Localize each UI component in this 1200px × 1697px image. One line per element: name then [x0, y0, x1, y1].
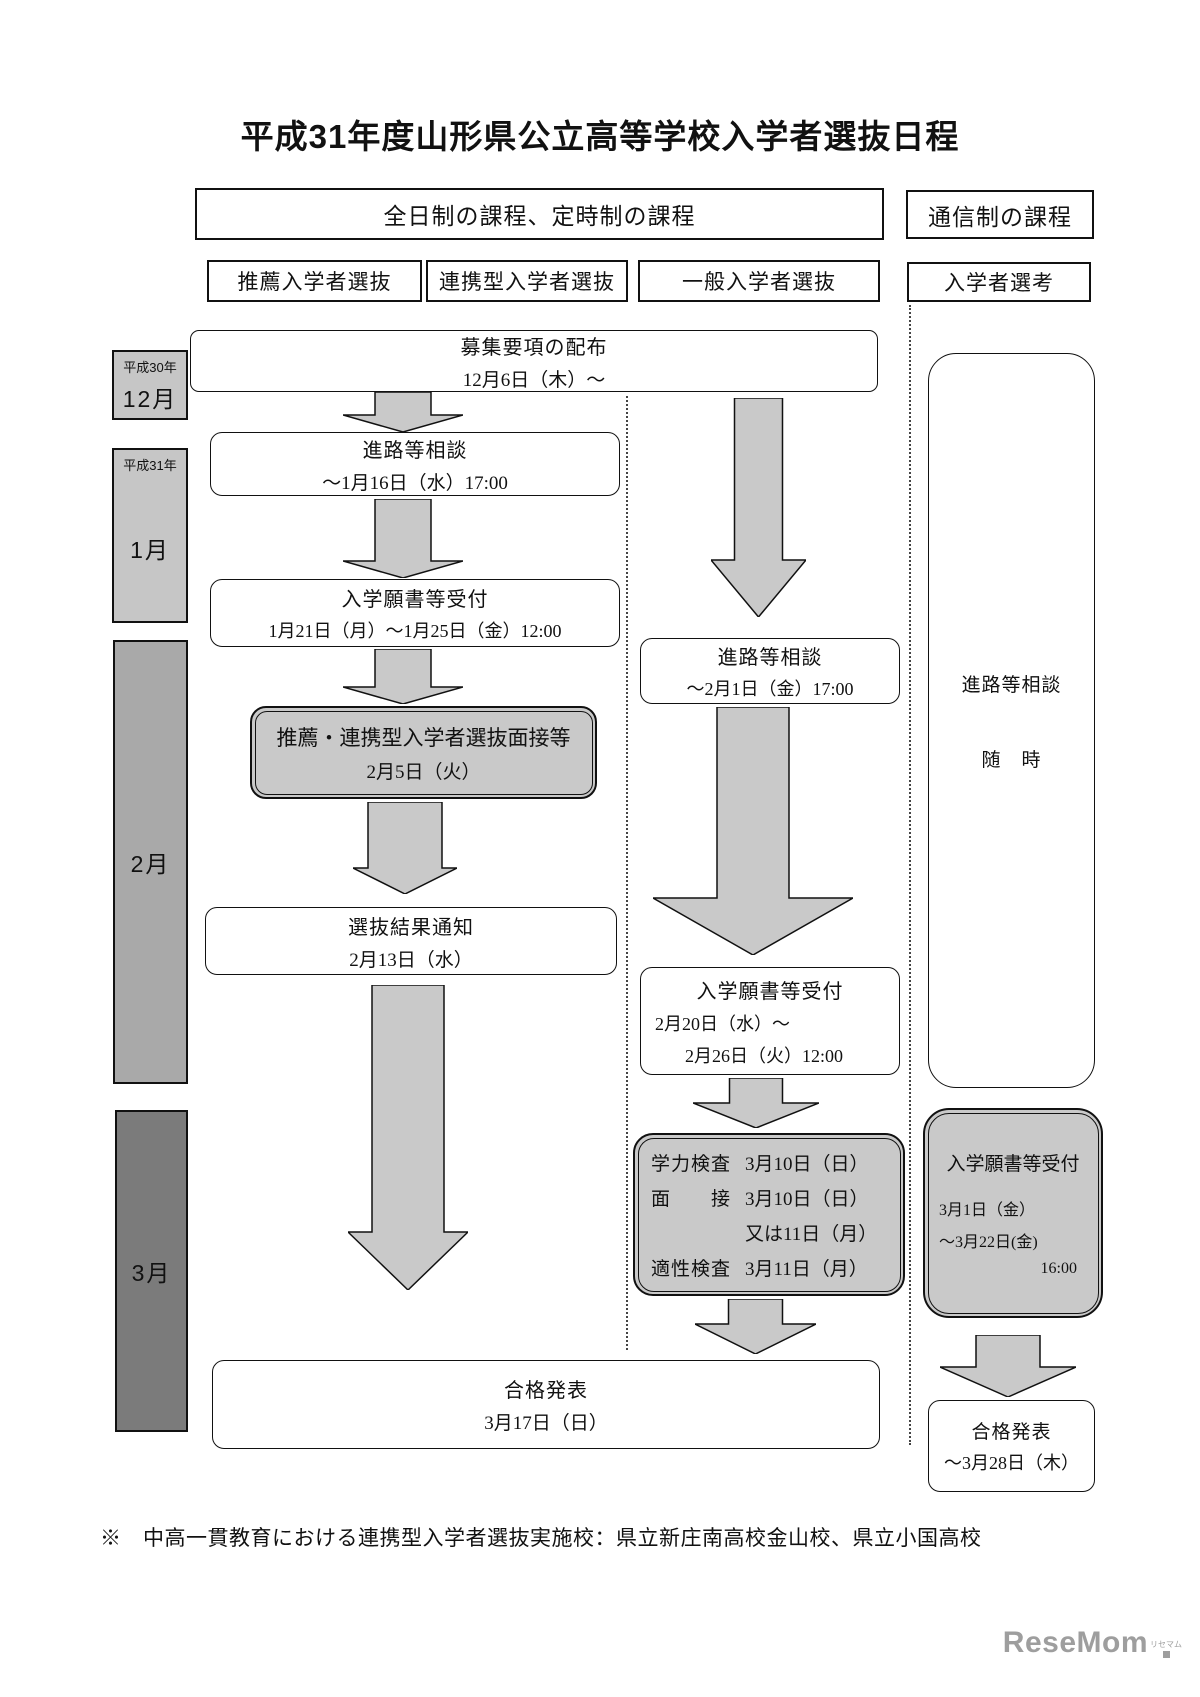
down-arrow [343, 499, 463, 578]
box-exam-schedule: 学力検査 3月10日（日） 面 接 3月10日（日） 又は11日（月） 適性検査… [633, 1133, 905, 1296]
box-results-announcement: 合格発表 3月17日（日） [212, 1360, 880, 1449]
box-date: 随 時 [981, 749, 1042, 771]
month-label: 3月 [131, 1260, 172, 1286]
box-title: 合格発表 [504, 1380, 588, 1402]
page-title: 平成31年度山形県公立高等学校入学者選抜日程 [240, 118, 960, 155]
box-application-left: 入学願書等受付 1月21日（月）～1月25日（金）12:00 [210, 579, 620, 647]
era-label: 平成31年 [123, 458, 177, 473]
box-date: 2月20日（水）～ [655, 1013, 790, 1034]
box-application-correspondence: 入学願書等受付 3月1日（金） ～3月22日(金) 16:00 [923, 1108, 1103, 1318]
track-general: 一般入学者選抜 [638, 260, 880, 302]
month-february: 2月 [113, 640, 188, 1084]
footnote: ※ 中高一貫教育における連携型入学者選抜実施校：県立新庄南高校金山校、県立小国高… [100, 1527, 982, 1550]
down-arrow [940, 1335, 1076, 1397]
watermark-text: ReseMom [1002, 1626, 1148, 1659]
down-arrow-long [348, 985, 468, 1290]
down-arrow [353, 802, 457, 894]
down-arrow [695, 1299, 816, 1354]
box-career-consultation-general: 進路等相談 ～2月1日（金）17:00 [640, 638, 900, 704]
watermark-square-icon [1162, 1651, 1170, 1658]
box-interview: 推薦・連携型入学者選抜面接等 2月5日（火） [250, 706, 597, 799]
month-label: 1月 [130, 536, 170, 563]
dotted-separator-correspondence [909, 305, 911, 1445]
box-title: 入学願書等受付 [341, 589, 489, 611]
box-date: 16:00 [1040, 1259, 1077, 1277]
exam-label: 適性検査 [651, 1258, 732, 1280]
exam-row: 面 接 3月10日（日） [635, 1184, 903, 1211]
exam-label: 面 接 [651, 1188, 732, 1210]
track-affiliated: 連携型入学者選抜 [426, 260, 628, 302]
month-december: 平成30年 12月 [112, 350, 188, 420]
header-correspondence: 通信制の課程 [906, 190, 1094, 239]
track-recommended-label: 推薦入学者選抜 [237, 271, 392, 294]
era-label: 平成30年 [123, 360, 177, 375]
box-title: 進路等相談 [362, 439, 468, 462]
box-recruitment-guidelines: 募集要項の配布 12月6日（木）～ [190, 330, 878, 392]
month-march: 3月 [115, 1110, 188, 1432]
box-title: 入学願書等受付 [696, 980, 844, 1003]
down-arrow [343, 649, 463, 704]
box-title: 募集要項の配布 [460, 336, 608, 359]
exam-row: 適性検査 3月11日（月） [635, 1254, 903, 1281]
exam-date: 3月10日（日） [745, 1153, 869, 1175]
watermark-subtext: リセマム [1150, 1640, 1182, 1649]
down-arrow [343, 392, 463, 432]
box-date: 2月26日（火）12:00 [685, 1045, 844, 1066]
box-date: 3月1日（金） [939, 1201, 1036, 1219]
box-title: 進路等相談 [717, 647, 823, 669]
box-result-notice: 選抜結果通知 2月13日（水） [205, 907, 617, 975]
exam-date: 3月10日（日） [745, 1188, 869, 1210]
box-title: 入学願書等受付 [946, 1153, 1080, 1175]
resemom-watermark: ReseMom リセマム [1003, 1628, 1182, 1658]
box-title: 選抜結果通知 [348, 916, 474, 939]
month-label: 2月 [130, 851, 171, 877]
box-application-general: 入学願書等受付 2月20日（水）～ 2月26日（火）12:00 [640, 967, 900, 1075]
month-label: 12月 [122, 386, 178, 412]
track-general-label: 一般入学者選抜 [682, 271, 836, 294]
box-date: 2月13日（水） [349, 949, 473, 971]
box-career-consultation-left: 進路等相談 ～1月16日（水）17:00 [210, 432, 620, 496]
header-fulltime-parttime: 全日制の課程、定時制の課程 [195, 188, 884, 240]
exam-date: 3月11日（月） [745, 1258, 868, 1280]
box-title: 推薦・連携型入学者選抜面接等 [276, 726, 571, 750]
box-results-announcement-correspondence: 合格発表 ～3月28日（木） [928, 1400, 1095, 1492]
box-date: ～2月1日（金）17:00 [686, 679, 854, 699]
box-date: 3月17日（日） [484, 1413, 608, 1434]
box-date: 12月6日（木）～ [462, 369, 606, 391]
box-title: 進路等相談 [961, 674, 1062, 696]
header-fulltime-label: 全日制の課程、定時制の課程 [383, 203, 696, 229]
box-date: ～3月22日(金) [939, 1233, 1038, 1251]
exam-row: 学力検査 3月10日（日） [635, 1149, 903, 1176]
box-date: ～1月16日（水）17:00 [322, 472, 508, 494]
box-date: 1月21日（月）～1月25日（金）12:00 [268, 621, 562, 641]
track-affiliated-label: 連携型入学者選抜 [439, 271, 615, 294]
watermark-dot: リセマム [1150, 1639, 1182, 1658]
track-recommended: 推薦入学者選抜 [207, 260, 422, 302]
box-date: ～3月28日（木） [944, 1453, 1079, 1473]
track-selection: 入学者選考 [907, 262, 1091, 302]
down-arrow [693, 1078, 819, 1128]
down-arrow-long [711, 398, 806, 617]
dotted-separator-general [626, 396, 628, 1350]
header-correspondence-label: 通信制の課程 [928, 203, 1072, 230]
down-arrow-long [653, 707, 853, 955]
box-date: 2月5日（火） [366, 761, 481, 783]
exam-label: 学力検査 [651, 1153, 732, 1175]
exam-row: 又は11日（月） [635, 1219, 903, 1246]
box-title: 合格発表 [971, 1422, 1052, 1443]
box-career-consultation-correspondence: 進路等相談 随 時 [928, 353, 1095, 1088]
exam-date: 又は11日（月） [745, 1223, 878, 1245]
track-selection-label: 入学者選考 [944, 272, 1054, 295]
month-january: 平成31年 1月 [112, 448, 188, 623]
